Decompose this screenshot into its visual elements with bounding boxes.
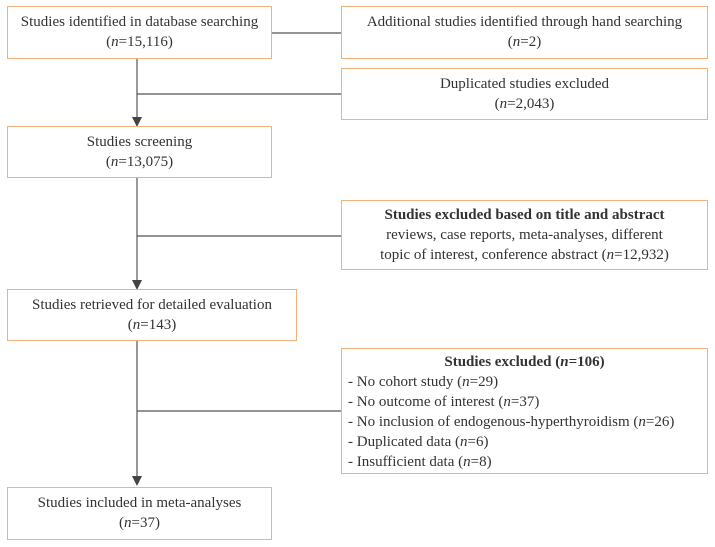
exclusion-item-insufficient: - Insufficient data (n=8) bbox=[348, 454, 492, 470]
box-studies-retrieved: Studies retrieved for detailed evaluatio… bbox=[7, 289, 297, 341]
box-label: Studies included in meta-analyses bbox=[37, 495, 242, 511]
box-label: Studies retrieved for detailed evaluatio… bbox=[32, 297, 272, 313]
box-count: (n=2,043) bbox=[494, 96, 555, 112]
exclusion-item-duplicated: - Duplicated data (n=6) bbox=[348, 434, 489, 450]
box-label: Studies identified in database searching bbox=[20, 14, 259, 30]
box-hand-searching: Additional studies identified through ha… bbox=[341, 6, 708, 59]
box-label: Duplicated studies excluded bbox=[439, 76, 610, 92]
box-studies-identified: Studies identified in database searching… bbox=[7, 6, 272, 59]
box-count: (n=13,075) bbox=[105, 154, 174, 170]
box-count: (n=37) bbox=[119, 515, 160, 531]
exclusion-item-no-cohort: - No cohort study (n=29) bbox=[348, 374, 499, 390]
box-duplicates-excluded: Duplicated studies excluded (n=2,043) bbox=[341, 68, 708, 120]
box-reasons-line2: topic of interest, conference abstract (… bbox=[380, 247, 669, 263]
box-studies-excluded: Studies excluded (n=106) - No cohort stu… bbox=[341, 348, 708, 474]
box-title: Studies excluded (n=106) bbox=[444, 354, 605, 370]
box-reasons-line1: reviews, case reports, meta-analyses, di… bbox=[386, 227, 663, 243]
box-label: Additional studies identified through ha… bbox=[366, 14, 683, 30]
box-count: (n=15,116) bbox=[106, 34, 173, 50]
box-studies-included: Studies included in meta-analyses (n=37) bbox=[7, 487, 272, 540]
box-label: Studies screening bbox=[86, 134, 193, 150]
box-studies-screening: Studies screening (n=13,075) bbox=[7, 126, 272, 178]
exclusion-item-no-outcome: - No outcome of interest (n=37) bbox=[348, 394, 540, 410]
box-count: (n=143) bbox=[127, 317, 177, 333]
box-excluded-title-abstract: Studies excluded based on title and abst… bbox=[341, 200, 708, 270]
box-title: Studies excluded based on title and abst… bbox=[384, 207, 665, 223]
exclusion-item-no-endogenous: - No inclusion of endogenous-hyperthyroi… bbox=[348, 414, 675, 430]
box-count: (n=2) bbox=[507, 34, 542, 50]
